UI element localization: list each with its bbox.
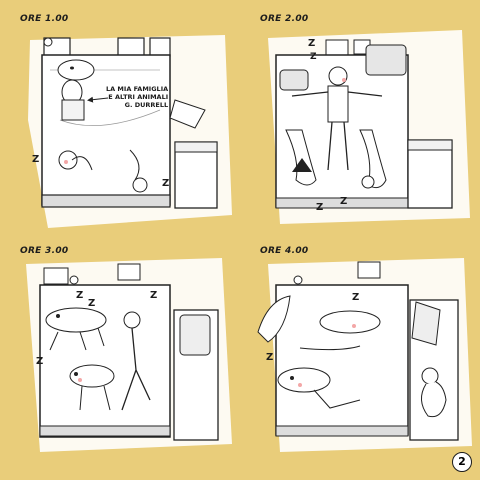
snore-z: Z <box>32 154 40 165</box>
snore-z: Z <box>150 290 158 301</box>
panel-time-label: ORE 3.00 <box>20 246 69 256</box>
snore-z: Z <box>76 290 84 301</box>
panel-1-drawing <box>28 35 232 228</box>
book-author: G. DURRELL <box>124 101 169 109</box>
panel-4: ORE 4.00 Z Z <box>240 240 480 480</box>
panel-3: ORE 3.00 Z Z Z Z <box>0 240 240 480</box>
snore-z: Z <box>88 298 96 309</box>
snore-z: Z <box>266 352 274 363</box>
book-title-line-2: E ALTRI ANIMALI <box>108 93 169 101</box>
snore-z: Z <box>36 356 44 367</box>
snore-z: Z <box>352 292 360 303</box>
snore-z: Z <box>316 202 324 213</box>
panel-2: ORE 2.00 Z Z Z Z <box>240 0 480 240</box>
panel-time-label: ORE 1.00 <box>20 14 69 24</box>
snore-z: Z <box>308 38 316 49</box>
snore-z: Z <box>340 196 348 207</box>
snore-z: Z <box>310 52 317 62</box>
panel-time-label: ORE 4.00 <box>260 246 309 256</box>
panel-3-drawing <box>26 258 232 452</box>
panel-1: ORE 1.00 LA MIA FAMIGL <box>0 0 240 240</box>
panel-2-drawing <box>268 30 470 224</box>
book-caption: LA MIA FAMIGLIA E ALTRI ANIMALI G. DURRE… <box>106 85 168 109</box>
panel-4-drawing <box>257 258 472 452</box>
panel-time-label: ORE 2.00 <box>260 14 309 24</box>
book-title-line-1: LA MIA FAMIGLIA <box>106 85 169 93</box>
snore-z: Z <box>162 178 170 189</box>
page-number: 2 <box>452 452 472 472</box>
